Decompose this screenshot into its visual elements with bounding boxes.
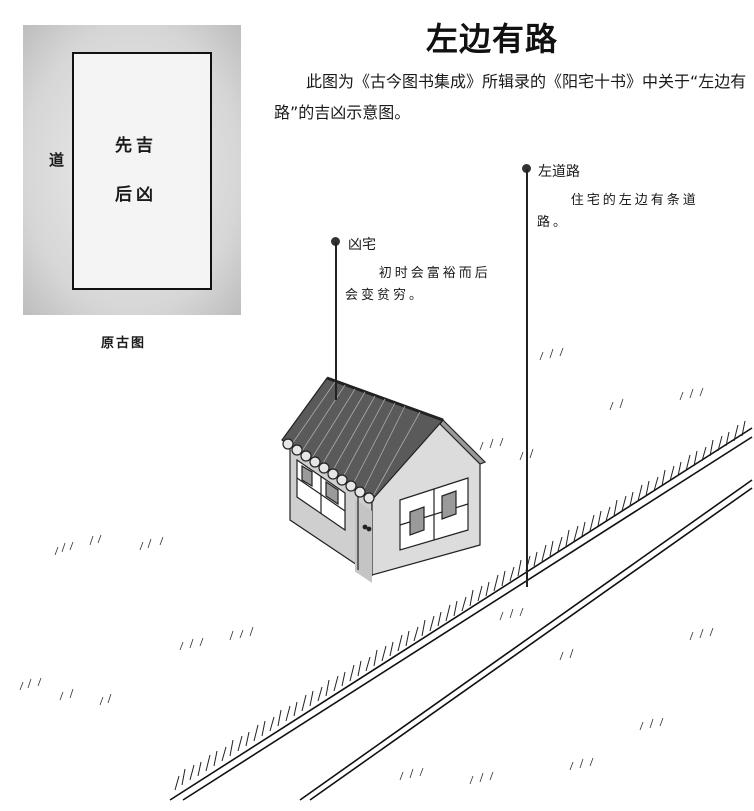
- ancient-fortune-line1: 先吉: [115, 136, 157, 156]
- callout-dot-road: [522, 164, 531, 173]
- front-window: [296, 458, 346, 532]
- side-window: [399, 477, 469, 551]
- eave-tiles: [282, 438, 375, 504]
- ancient-fortune-line2: 后凶: [115, 185, 157, 205]
- ancient-road-label: 道: [49, 151, 65, 169]
- scattered-grass: [19, 347, 714, 785]
- callout-line-house: [335, 242, 337, 400]
- callout-desc-road: 住宅的左边有条道路。: [537, 193, 699, 230]
- house-roof: [281, 377, 445, 501]
- callout-label-road: 左道路: [538, 164, 580, 180]
- house-frame: [72, 52, 212, 290]
- house-side-wall: [371, 421, 481, 576]
- callout-label-house: 凶宅: [348, 237, 376, 253]
- page-title: 左边有路: [426, 20, 559, 58]
- callout-desc-house: 初时会富裕而后会变贫穷。: [345, 266, 491, 303]
- house-front-wall: [289, 438, 373, 577]
- figure-caption: 原古图: [101, 336, 147, 351]
- house: [281, 376, 487, 583]
- intro-paragraph: 此图为《古今图书集成》所辑录的《阳宅十书》中关于“左边有路”的吉凶示意图。: [274, 72, 747, 122]
- road: [169, 427, 753, 801]
- grass-hedge: [174, 420, 746, 791]
- ancient-figure: 道 先吉 后凶: [23, 25, 241, 315]
- callout-line-road: [526, 169, 528, 587]
- callout-dot-house: [331, 237, 340, 246]
